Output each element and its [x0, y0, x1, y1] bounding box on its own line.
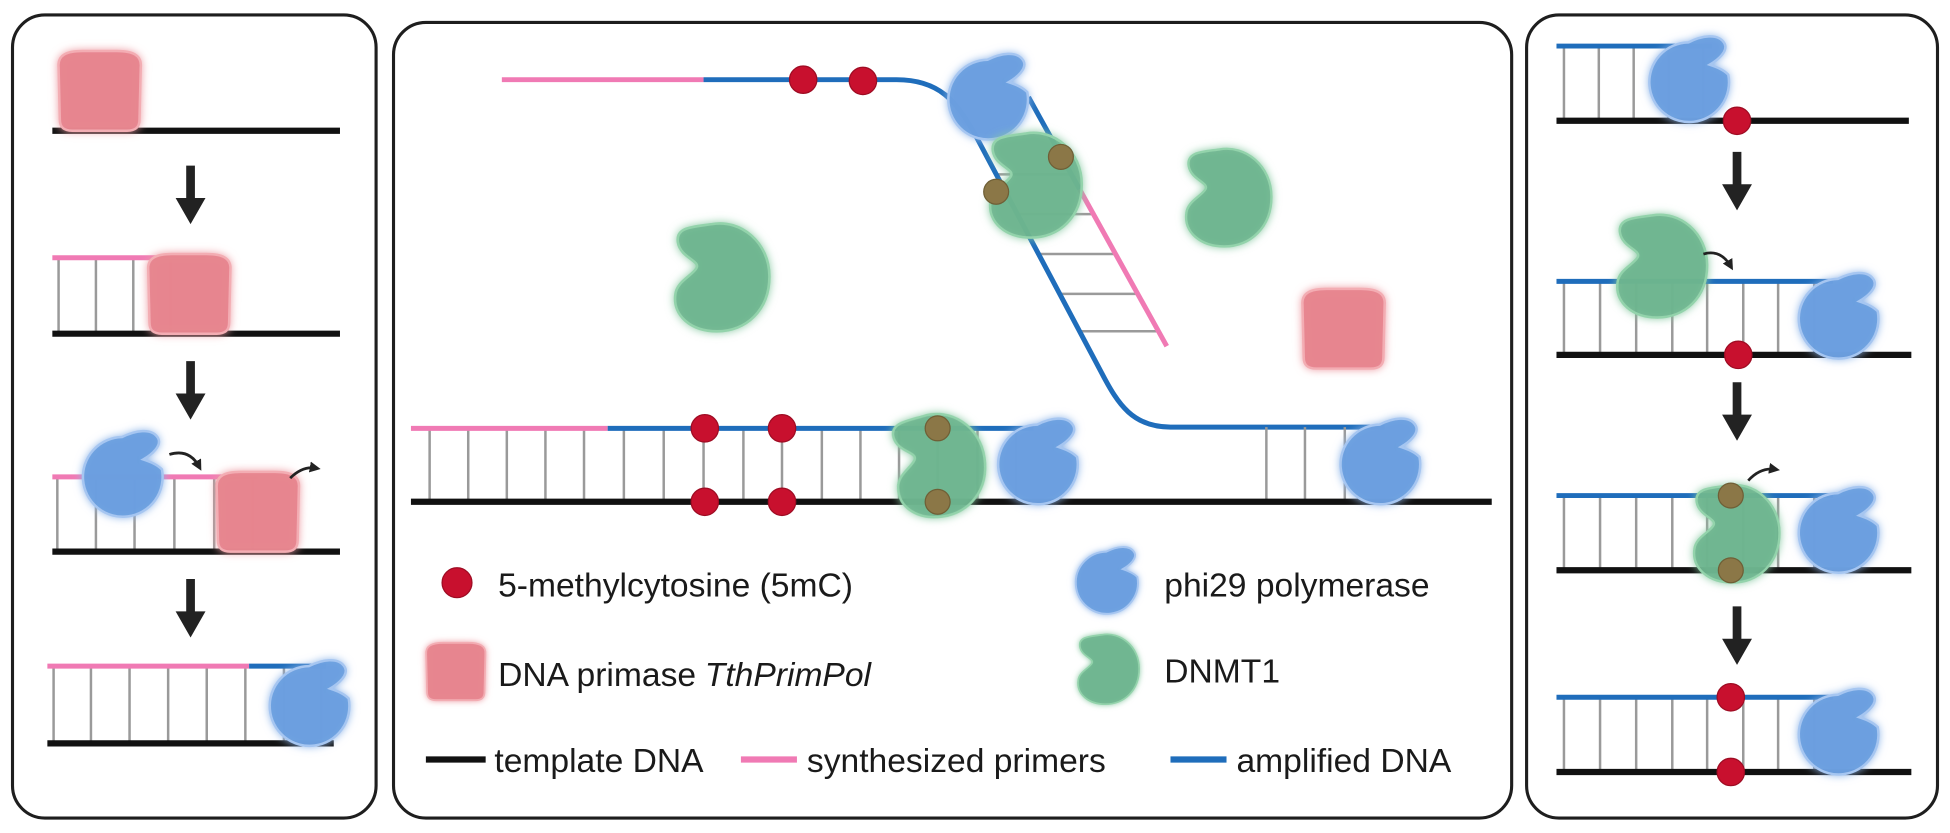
release-arrow-icon: [289, 461, 321, 480]
dnmt1-icon: [1078, 634, 1139, 704]
dnmt1-bound-site-icon: [924, 415, 951, 442]
methylcytosine-dot-icon: [1716, 757, 1746, 787]
primer-strand: [1077, 188, 1169, 348]
panel-priming: [10, 13, 378, 820]
legend-label-polymerase: phi29 polymerase: [1164, 567, 1429, 604]
dnmt1-icon: [675, 223, 769, 331]
methylcytosine-dot-icon: [1722, 106, 1752, 136]
dnmt1-icon: [1617, 215, 1707, 318]
legend-label-amplified: amplified DNA: [1236, 743, 1451, 780]
methylcytosine-dot-icon: [767, 414, 797, 443]
methylcytosine-dot-icon: [848, 66, 878, 96]
right-step-4: [1556, 682, 1912, 787]
panel-frame-left: [10, 13, 378, 820]
legend-label-primers: synthesized primers: [807, 743, 1106, 780]
methylcytosine-dot-icon: [1723, 340, 1753, 370]
base-pair-rungs: [1562, 697, 1816, 772]
legend-label-template: template DNA: [494, 743, 704, 780]
right-step-3: [1556, 462, 1912, 584]
primase-icon: [217, 472, 299, 552]
base-pair-rungs: [57, 257, 172, 334]
movement-arrow-icon: [1703, 251, 1733, 271]
primase-icon: [148, 254, 230, 334]
dnmt1-bound-site-icon: [924, 488, 951, 515]
primase-icon: [58, 51, 140, 131]
dnmt1-bound-site-icon: [983, 178, 1010, 205]
base-pair-rungs: [1562, 46, 1705, 121]
dnmt1-bound-site-icon: [1047, 143, 1074, 170]
left-step-3: [52, 431, 340, 555]
base-pair-rungs: [1562, 281, 1816, 355]
legend-label-dnmt1: DNMT1: [1164, 653, 1280, 690]
dnmt1-icon: [1186, 149, 1271, 247]
primase-icon: [1302, 289, 1384, 369]
right-step-1: [1556, 36, 1909, 136]
movement-arrow-icon: [168, 451, 202, 471]
methylcytosine-dot-icon: [441, 567, 473, 599]
legend-label-primase-name: DNA primase: [498, 657, 696, 694]
methylcytosine-dot-icon: [690, 414, 720, 443]
dnmt1-bound-site-icon: [1717, 482, 1744, 509]
left-step-1: [52, 51, 340, 134]
left-step-2: [52, 254, 340, 337]
panel-methylation-maintenance: [1525, 13, 1940, 820]
dnmt1-bound-site-icon: [1717, 557, 1744, 584]
methylcytosine-dot-icon: [767, 487, 797, 517]
methylcytosine-dot-icon: [1716, 682, 1746, 712]
left-step-4: [47, 660, 349, 746]
legend-label-primase-species: TthPrimPol: [705, 657, 873, 694]
methylcytosine-dot-icon: [788, 65, 818, 95]
methylcytosine-dot-icon: [690, 487, 720, 517]
primase-icon: [426, 643, 485, 700]
right-step-2: [1556, 215, 1912, 370]
legend-label-5mc: 5-methylcytosine (5mC): [498, 567, 853, 604]
release-arrow-icon: [1747, 462, 1780, 482]
